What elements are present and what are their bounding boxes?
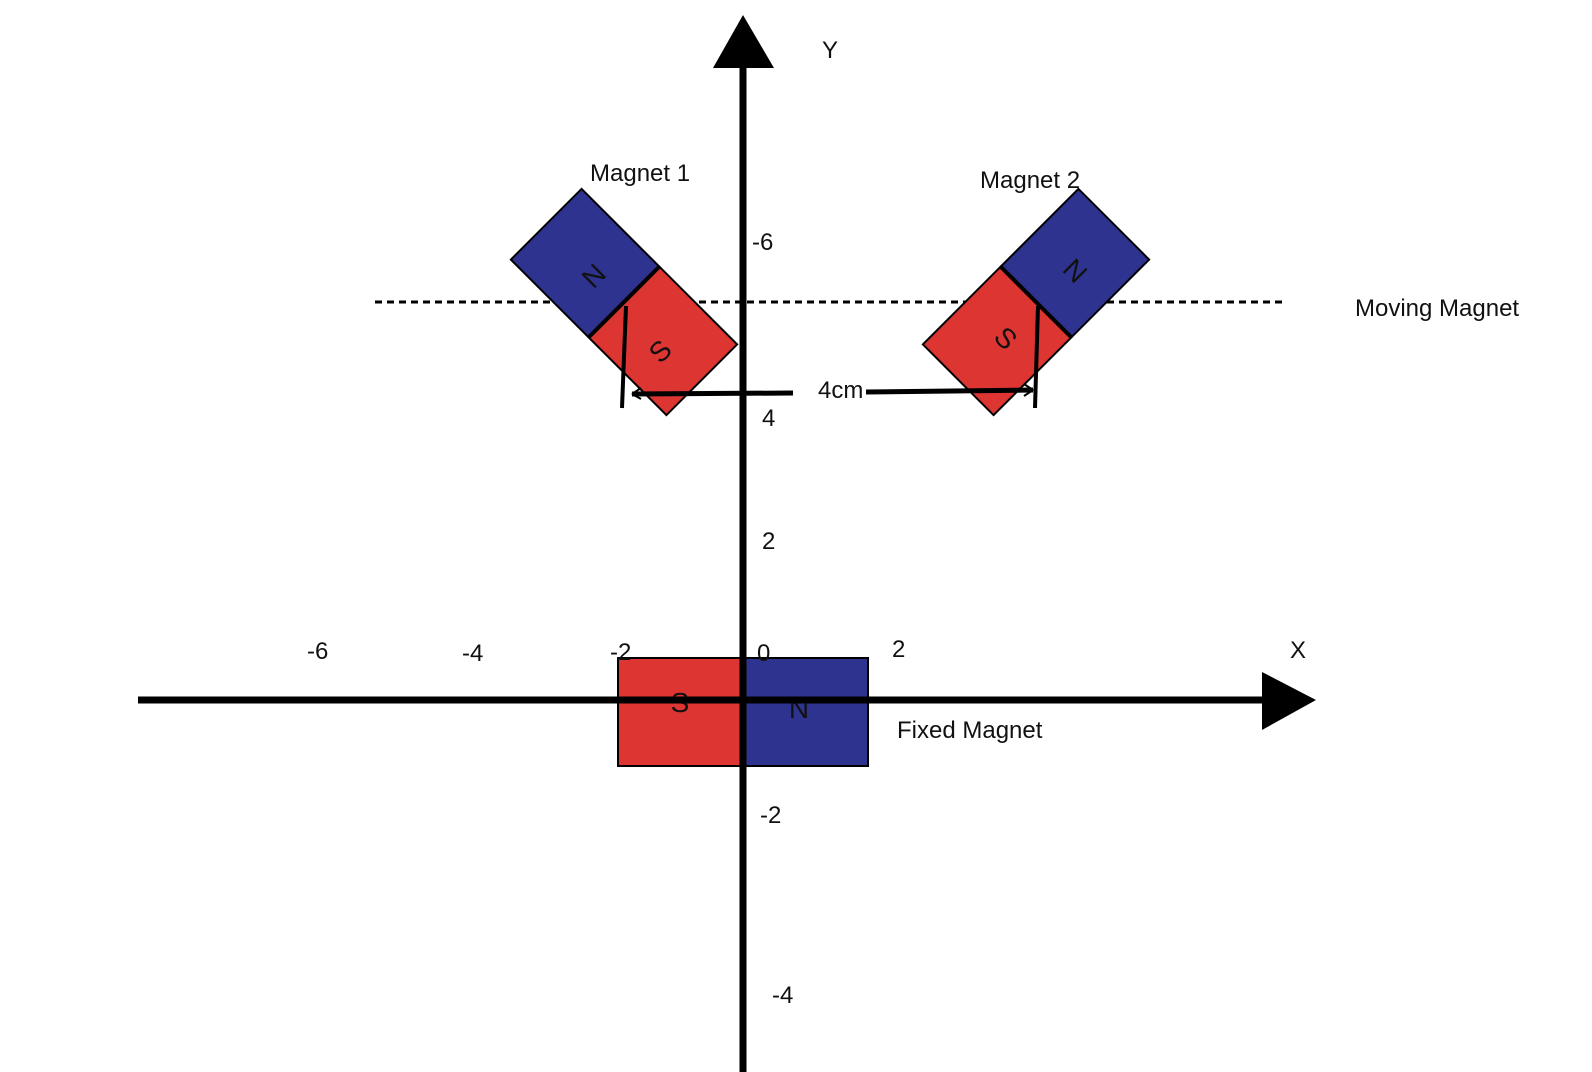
y-tick-label: -6 — [752, 229, 773, 256]
x-tick-label: -4 — [462, 640, 483, 667]
x-axis-label: X — [1290, 637, 1306, 664]
fixed-magnet-south — [617, 657, 744, 767]
distance-label: 4cm — [818, 377, 863, 404]
fixed-magnet-north — [742, 657, 869, 767]
y-tick-label: -4 — [772, 982, 793, 1009]
fixed-magnet — [617, 657, 869, 767]
x-tick-label: -2 — [610, 639, 631, 666]
y-tick-label: 2 — [762, 528, 775, 555]
y-tick-label: -2 — [760, 802, 781, 829]
distance-marker — [620, 305, 1040, 409]
x-tick-label: -6 — [307, 638, 328, 665]
magnet-2 — [921, 187, 1151, 417]
x-tick-label: 0 — [757, 640, 770, 667]
magnet-1-label: Magnet 1 — [590, 160, 690, 187]
y-axis-label: Y — [822, 37, 838, 64]
x-axis-arrow-icon — [1262, 672, 1316, 730]
y-axis-arrow-icon — [713, 15, 774, 68]
magnet-2-label: Magnet 2 — [980, 167, 1080, 194]
y-tick-label: 4 — [762, 405, 775, 432]
moving-magnet-label: Moving Magnet — [1355, 295, 1519, 322]
x-tick-label: 2 — [892, 636, 905, 663]
fixed-magnet-label: Fixed Magnet — [897, 717, 1043, 744]
magnet-1 — [509, 187, 739, 417]
